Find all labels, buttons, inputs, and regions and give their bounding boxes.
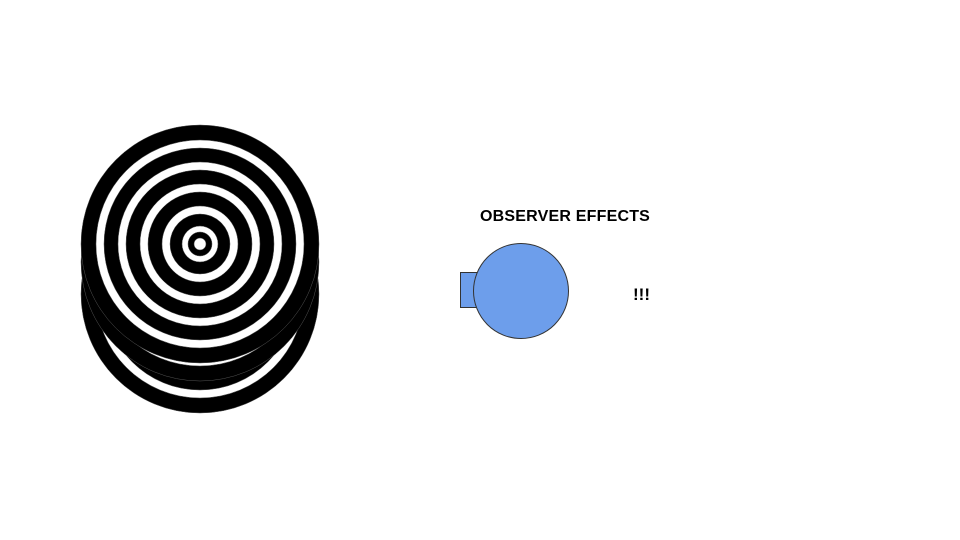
observer-circle-shape (473, 243, 569, 339)
ring-2-11 (193, 237, 207, 251)
exclamation-text: !!! (633, 285, 650, 304)
slide-title: OBSERVER EFFECTS (480, 208, 651, 225)
ring-group-2 (80, 124, 320, 364)
